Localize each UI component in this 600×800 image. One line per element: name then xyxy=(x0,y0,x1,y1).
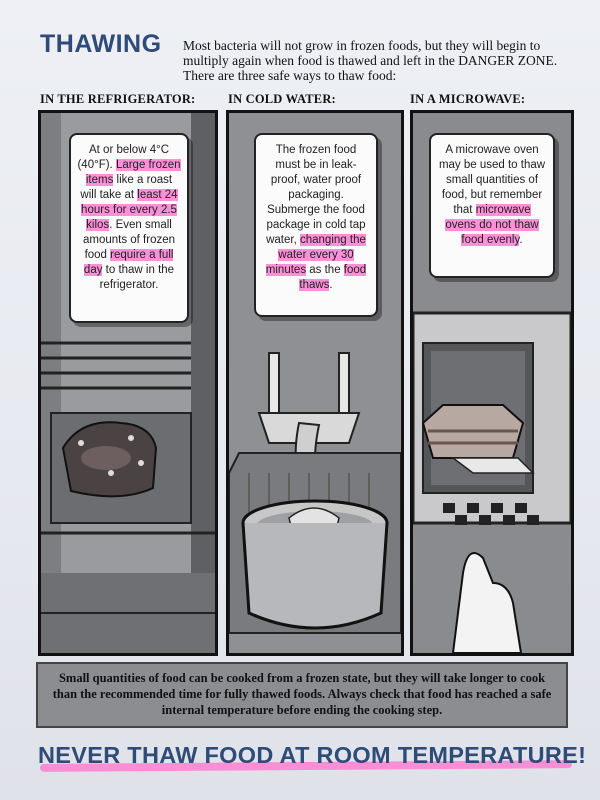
intro-paragraph: Most bacteria will not grow in frozen fo… xyxy=(183,38,558,83)
panel-cold-water: The frozen food must be in leak-proof, w… xyxy=(226,110,404,656)
bubble-text-refrigerator: At or below 4°C (40°F). Large frozen ite… xyxy=(77,144,181,291)
microwave-info-bubble: A microwave oven may be used to thaw sma… xyxy=(429,133,555,278)
highlighted-text: microwave ovens do not thaw food evenly xyxy=(445,204,539,246)
warning-banner: NEVER THAW FOOD AT ROOM TEMPERATURE! xyxy=(38,742,587,768)
bubble-text-segment: to thaw in the refrigerator. xyxy=(99,264,175,291)
bubble-text-segment: . xyxy=(519,234,523,246)
bubble-text-segment: A microwave oven may be used to thaw sma… xyxy=(438,144,546,216)
heading-refrigerator: IN THE REFRIGERATOR: xyxy=(40,92,196,106)
panel-refrigerator: At or below 4°C (40°F). Large frozen ite… xyxy=(38,110,218,656)
refrigerator-info-bubble: At or below 4°C (40°F). Large frozen ite… xyxy=(69,133,189,323)
bubble-text-microwave: A microwave oven may be used to thaw sma… xyxy=(439,144,545,246)
bubble-text-segment: . xyxy=(329,279,333,291)
bubble-text-segment: like a roast will take at xyxy=(80,174,173,201)
bubble-text-segment: . Even small amounts of frozen food xyxy=(82,219,176,261)
panel-microwave: A microwave oven may be used to thaw sma… xyxy=(410,110,574,656)
frozen-cooking-note: Small quantities of food can be cooked f… xyxy=(36,662,568,728)
bubble-text-segment: At or below 4°C (40°F). xyxy=(77,144,170,171)
cold-water-info-bubble: The frozen food must be in leak-proof, w… xyxy=(254,133,378,317)
bubble-text-segment: as the xyxy=(306,264,344,276)
page-title: THAWING xyxy=(40,30,162,58)
bubble-text-segment: The frozen food must be in leak-proof, w… xyxy=(266,144,366,246)
bubble-text-cold-water: The frozen food must be in leak-proof, w… xyxy=(265,144,367,291)
heading-cold-water: IN COLD WATER: xyxy=(228,92,336,106)
heading-microwave: IN A MICROWAVE: xyxy=(410,92,526,106)
